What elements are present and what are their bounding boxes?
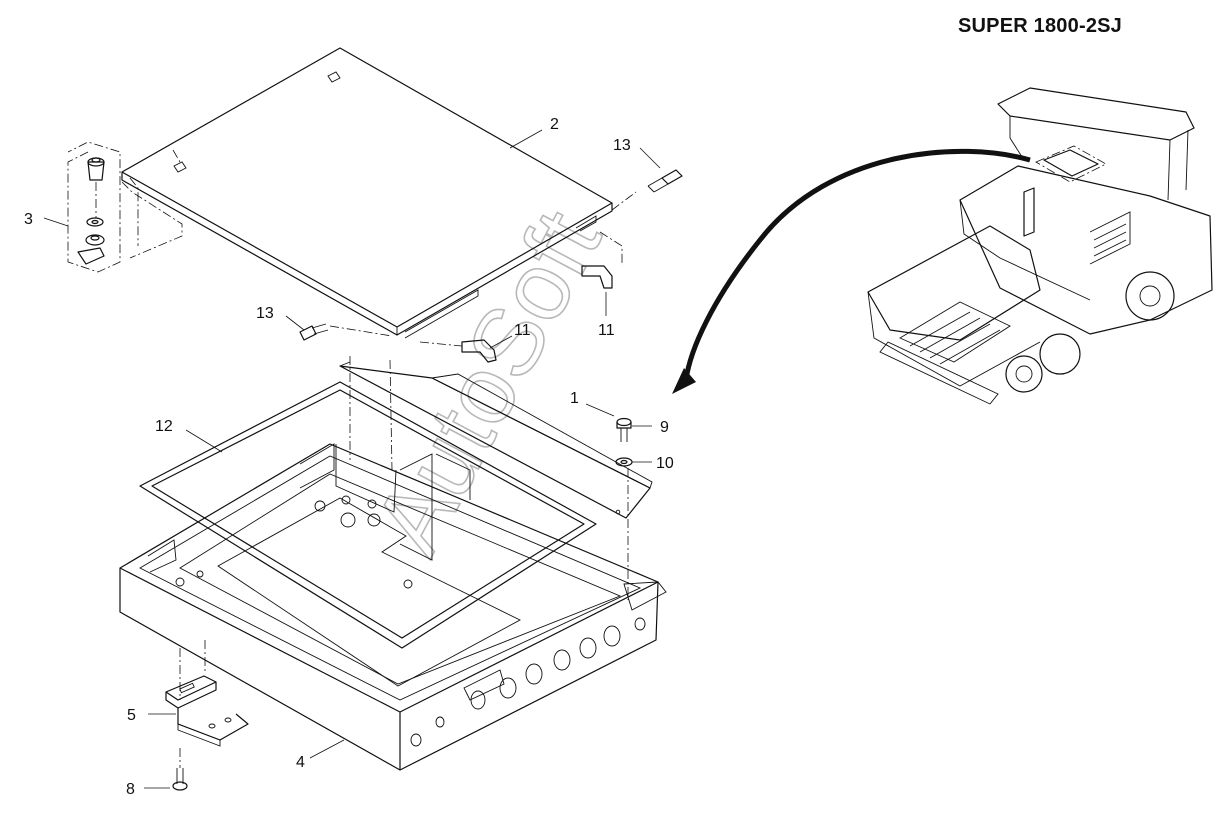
front-panel-holes: [410, 617, 646, 747]
fastener-set-part-3: [67, 141, 121, 273]
callout-labels: 1 2 3 4 5 8 9 10 11 11 12 13 13: [24, 116, 674, 798]
callout-12: 12: [155, 418, 173, 435]
callout-1: 1: [570, 390, 579, 407]
frame-ring-part-12: [139, 381, 597, 649]
callout-5: 5: [127, 707, 136, 724]
model-title: SUPER 1800-2SJ: [958, 15, 1123, 37]
callout-13-right: 13: [613, 137, 631, 154]
leader-lines: [43, 129, 661, 789]
callout-11-right: 11: [598, 322, 615, 339]
callout-3: 3: [24, 211, 33, 228]
bolt-part-13-right: [647, 169, 683, 193]
location-arrow: [672, 148, 1031, 394]
latch-part-11-right: [581, 265, 613, 289]
callout-9: 9: [660, 419, 669, 436]
screw-part-8: [172, 748, 188, 791]
callout-13-left: 13: [256, 305, 274, 322]
callout-4: 4: [296, 754, 305, 771]
latch-part-11-left: [419, 339, 497, 363]
paver-machine-illustration: [867, 87, 1213, 405]
bolt-part-13-left: [299, 323, 393, 341]
callout-10: 10: [656, 455, 674, 472]
watermark: AutoSoft: [354, 194, 621, 569]
enclosure-box-part-4: [119, 443, 667, 771]
callout-2: 2: [550, 116, 559, 133]
mounting-bracket-part-5: [165, 675, 249, 747]
bracket-plate-part-1: [339, 356, 653, 519]
callout-11-left: 11: [514, 322, 531, 339]
bolt-part-9: [616, 417, 632, 442]
cover-plate-part-2: [121, 47, 637, 339]
callout-8: 8: [126, 781, 135, 798]
